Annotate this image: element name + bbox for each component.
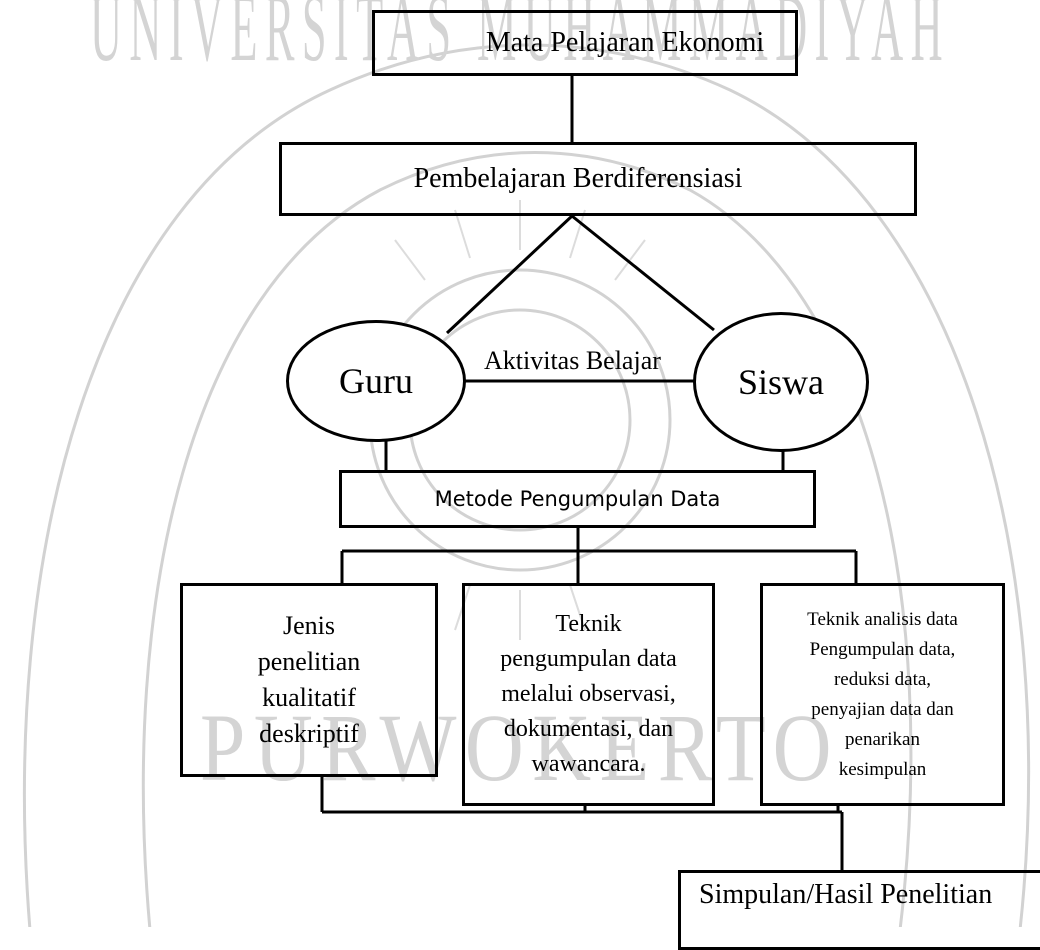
research-type-line: kualitatif (262, 683, 356, 712)
analysis-technique-line: reduksi data, (833, 668, 932, 690)
teacher-ellipse: Guru (286, 320, 466, 442)
teacher-label: Guru (339, 361, 413, 401)
method-label: Metode Pengumpulan Data (434, 487, 721, 511)
analysis-technique-line: penarikan (845, 728, 920, 750)
research-type-line: penelitian (257, 647, 361, 676)
collection-technique-line: wawancara. (531, 751, 646, 777)
collection-technique-line: melalui observasi, (501, 681, 676, 707)
research-type-box: Jenis penelitian kualitatif deskriptif (180, 583, 438, 777)
analysis-technique-line: penyajian data dan (811, 698, 954, 720)
student-label: Siswa (737, 362, 824, 402)
analysis-technique-line: Teknik analisis data (807, 608, 958, 630)
collection-technique-line: pengumpulan data (500, 646, 677, 672)
activity-label: Aktivitas Belajar (484, 346, 661, 375)
student-ellipse: Siswa (693, 312, 869, 452)
conclusion-label: Simpulan/Hasil Penelitian (699, 879, 993, 910)
approach-box: Pembelajaran Berdiferensiasi (279, 142, 917, 216)
collection-technique-line: Teknik (555, 611, 622, 637)
analysis-technique-line: Pengumpulan data, (809, 638, 956, 660)
analysis-technique-box: Teknik analisis data Pengumpulan data, r… (760, 583, 1005, 806)
collection-technique-box: Teknik pengumpulan data melalui observas… (462, 583, 715, 806)
collection-technique-line: dokumentasi, dan (503, 716, 674, 742)
subject-label: Mata Pelajaran Ekonomi (485, 27, 765, 58)
research-type-line: Jenis (283, 611, 335, 640)
approach-label: Pembelajaran Berdiferensiasi (413, 163, 743, 194)
subject-box: Mata Pelajaran Ekonomi (372, 10, 798, 76)
analysis-technique-line: kesimpulan (838, 758, 927, 780)
method-box: Metode Pengumpulan Data (339, 470, 816, 528)
conclusion-box: Simpulan/Hasil Penelitian (678, 870, 1040, 950)
research-type-line: deskriptif (259, 719, 359, 748)
